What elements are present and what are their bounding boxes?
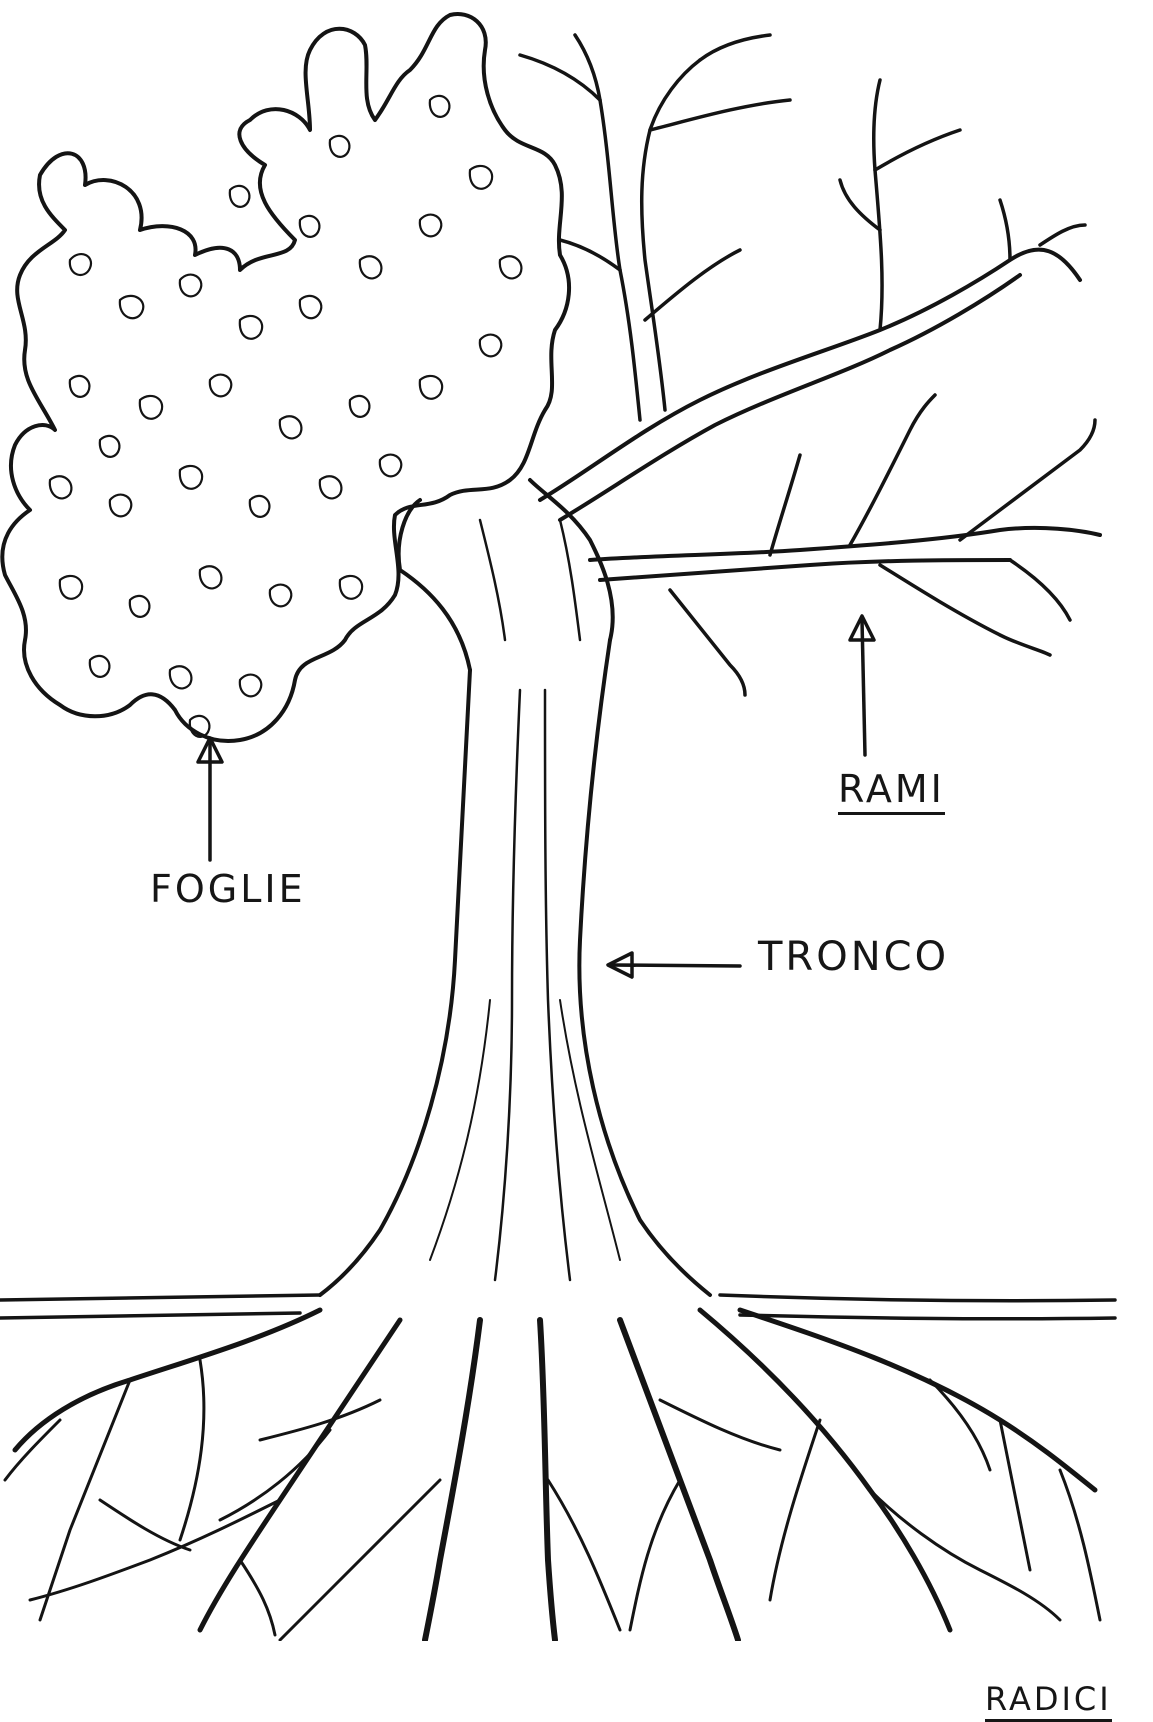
foliage-crown [2,14,569,741]
label-leaves: FOGLIE [150,870,306,908]
tree-diagram [0,0,1153,1641]
arrow-leaves [198,738,222,860]
ground-line [0,1295,1115,1319]
trunk [320,480,710,1295]
arrow-branches [850,616,874,755]
roots [5,1310,1100,1640]
label-branches: RAMI [838,770,945,815]
arrow-trunk [608,953,740,977]
label-roots: RADICI [985,1683,1112,1722]
branches [520,35,1100,695]
label-trunk: TRONCO [758,937,949,977]
foliage-texture [50,96,522,737]
